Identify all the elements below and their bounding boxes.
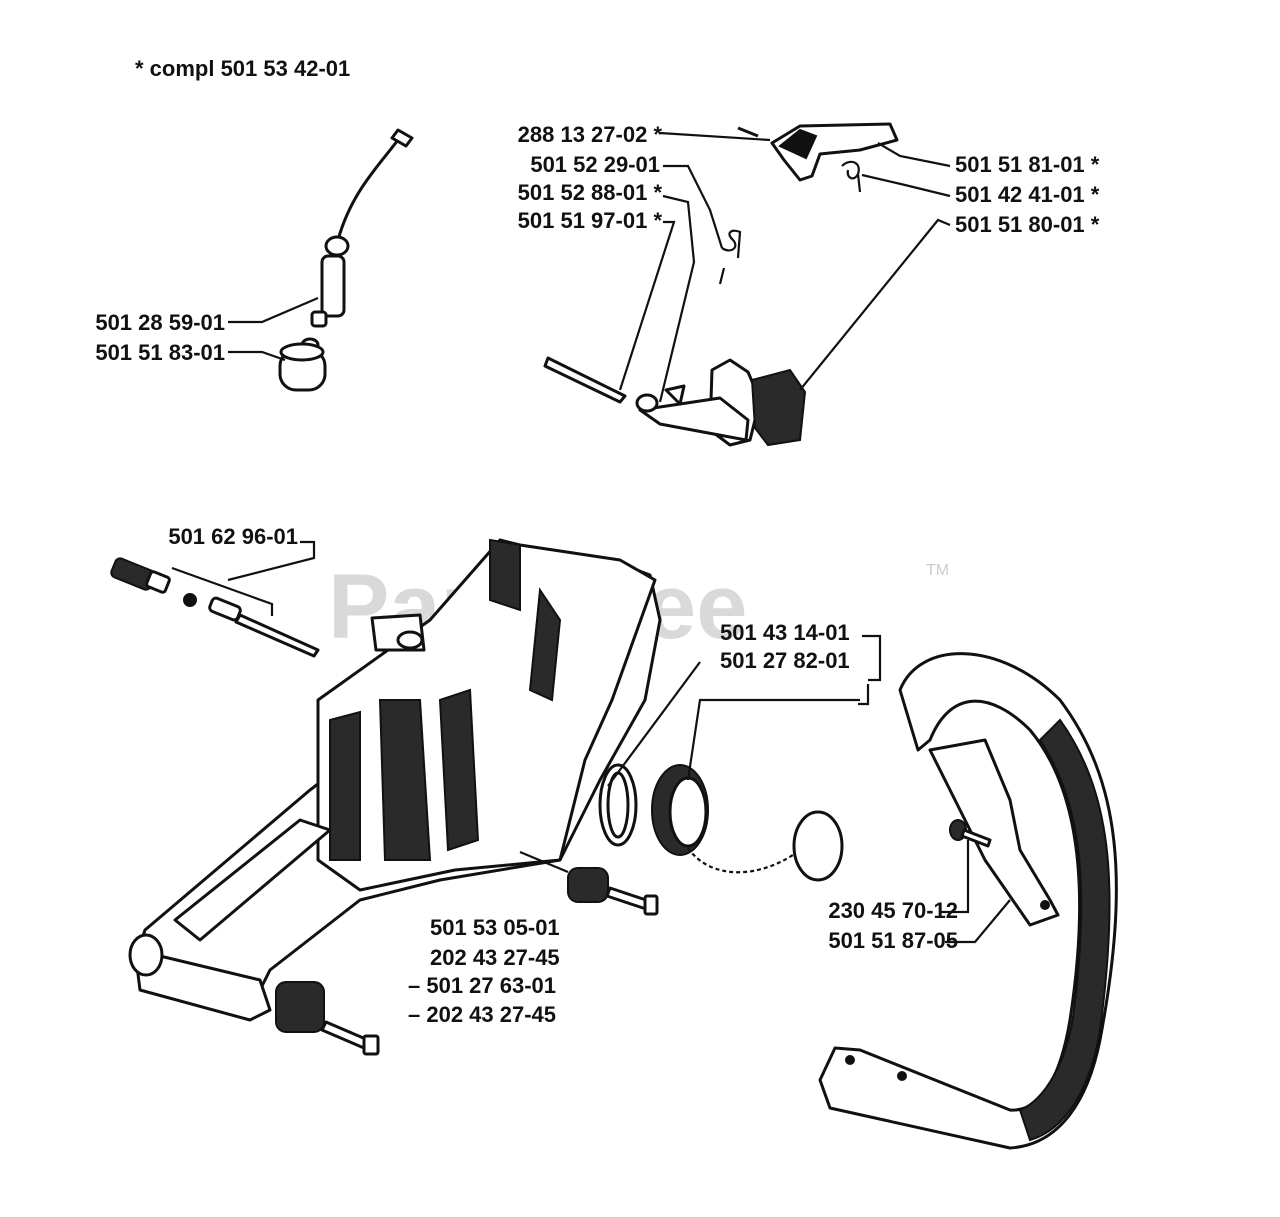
leader-501518301 (228, 350, 286, 362)
rubber-mount-rear (519, 850, 659, 916)
label-501431401: 501 43 14-01 (720, 620, 850, 645)
handle-screw (949, 819, 992, 848)
label-501522901: 501 52 29-01 (530, 152, 660, 177)
label-501276301: – 501 27 63-01 (408, 973, 556, 998)
leader-501285901 (228, 296, 319, 324)
leader-501528801 (658, 194, 696, 403)
label-288132702: 288 13 27-02 * (518, 122, 663, 147)
fuel-cap (651, 764, 844, 882)
label-501518301: 501 51 83-01 (95, 340, 225, 365)
throttle-rod (543, 356, 659, 413)
label-501629601: 501 62 96-01 (168, 524, 298, 549)
label-501424101: 501 42 41-01 * (955, 182, 1100, 207)
throttle-wire-clip (718, 229, 742, 285)
trademark-text: TM (926, 562, 949, 579)
bracket-cap (858, 634, 882, 706)
label-202432745b: – 202 43 27-45 (408, 1002, 556, 1027)
fuel-hose-assembly (310, 128, 414, 328)
label-501528801: 501 52 88-01 * (518, 180, 663, 205)
leader-288132702 (659, 131, 771, 142)
leader-cap (607, 661, 860, 787)
cap-o-ring (598, 763, 638, 847)
leader-501629601 (171, 540, 316, 616)
label-501530501: 501 53 05-01 (430, 915, 560, 940)
fuel-tank-housing (128, 538, 662, 1022)
fuel-filter (278, 337, 327, 392)
rubber-mount-front (275, 981, 380, 1056)
label-501519701: 501 51 97-01 * (518, 208, 663, 233)
label-501518101: 501 51 81-01 * (955, 152, 1100, 177)
front-handle (818, 652, 1118, 1150)
throttle-pin (737, 126, 759, 138)
label-202432745a: 202 43 27-45 (430, 945, 560, 970)
header-note: * compl 501 53 42-01 (135, 56, 350, 81)
leader-501518705 (945, 899, 1011, 944)
label-501285901: 501 28 59-01 (95, 310, 225, 335)
label-501518705: 501 51 87-05 (828, 928, 958, 953)
label-501278201: 501 27 82-01 (720, 648, 850, 673)
leader-501518101 (877, 142, 951, 168)
label-230457012: 230 45 70-12 (828, 898, 958, 923)
leader-501522901 (663, 164, 724, 249)
throttle-lever (770, 122, 899, 182)
leader-230457012 (940, 840, 970, 914)
leader-501519701 (618, 220, 676, 391)
label-501518001: 501 51 80-01 * (955, 212, 1100, 237)
leader-501518001 (799, 218, 951, 391)
throttle-spring (841, 160, 862, 193)
throttle-trigger-housing (638, 358, 807, 447)
adjuster-needle (110, 557, 320, 658)
leader-501424101 (861, 173, 951, 198)
